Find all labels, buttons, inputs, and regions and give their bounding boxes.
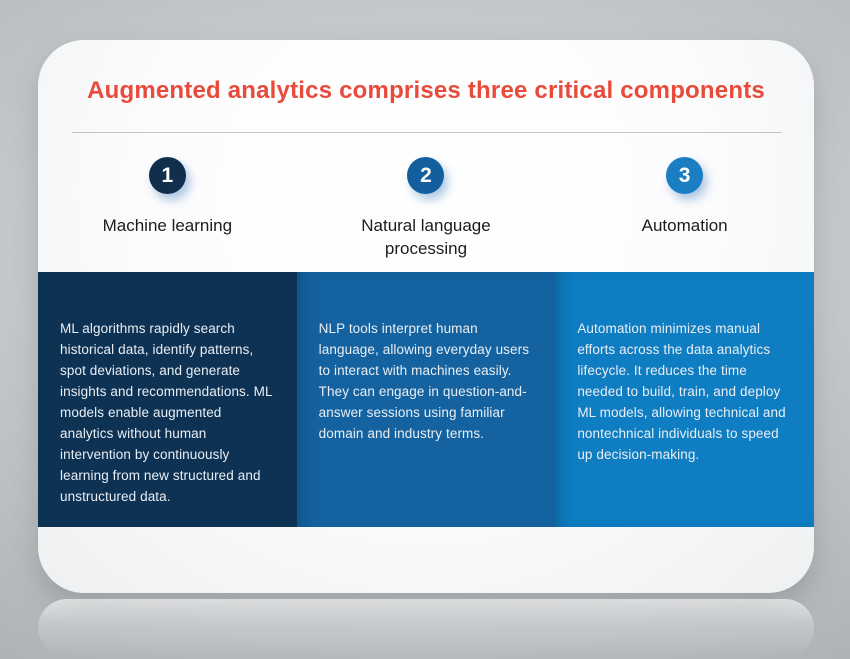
step-number-badge-3: 3 [666,157,704,194]
page-title: Augmented analytics comprises three crit… [87,77,765,104]
card-reflection [38,599,814,657]
description-panel-automation: Automation minimizes manual efforts acro… [555,272,814,527]
panel-description-text: Automation minimizes manual efforts acro… [577,321,786,462]
components-row: 1 Machine learning 2 Natural language pr… [38,157,814,260]
description-panel-machine-learning: ML algorithms rapidly search historical … [38,272,297,527]
step-number-badge-2: 2 [407,157,445,194]
panel-description-text: ML algorithms rapidly search historical … [60,321,273,504]
component-column-automation: 3 Automation [555,157,814,260]
description-panel-nlp: NLP tools interpret human language, allo… [296,272,556,527]
component-heading-automation: Automation [641,216,728,235]
component-column-machine-learning: 1 Machine learning [38,157,297,260]
infographic-card: Augmented analytics comprises three crit… [38,40,814,593]
component-heading-machine-learning: Machine learning [102,216,233,235]
component-column-nlp: 2 Natural language processing [297,157,556,260]
description-panels-row: ML algorithms rapidly search historical … [38,272,814,527]
component-heading-nlp: Natural language processing [361,216,491,258]
panel-description-text: NLP tools interpret human language, allo… [318,321,530,441]
title-divider [72,132,782,133]
step-number-badge-1: 1 [148,157,186,194]
